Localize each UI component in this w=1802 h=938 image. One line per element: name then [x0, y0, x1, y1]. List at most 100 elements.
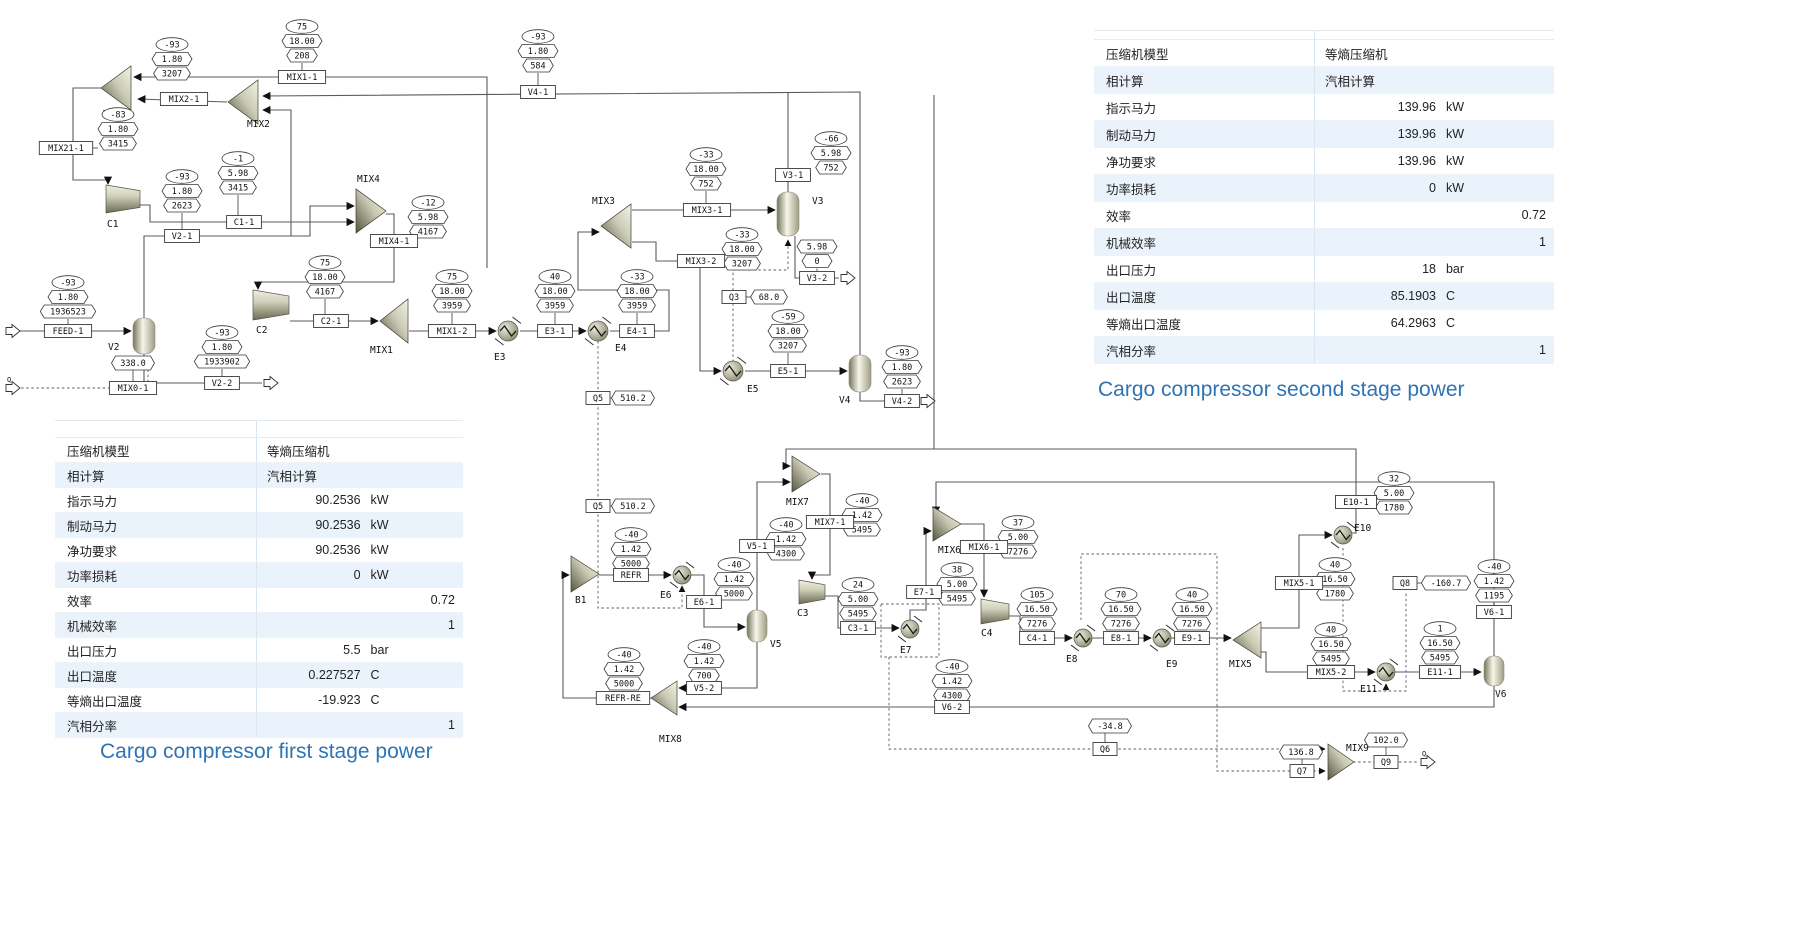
equipment-mix3[interactable]: MIX3 — [592, 196, 632, 249]
equipment-mix5[interactable]: MIX5 — [1229, 621, 1262, 670]
equipment-e10[interactable]: E10 — [1330, 521, 1371, 549]
equipment-b1[interactable]: B1 — [570, 555, 600, 606]
equipment-v5[interactable]: V5 — [746, 609, 781, 650]
equipment-mix7[interactable]: MIX7 — [786, 455, 821, 508]
callout-text: 16.50 — [1427, 639, 1453, 649]
row-value: 1 — [448, 718, 455, 732]
equipment-label: MIX8 — [659, 734, 682, 745]
row-label: 净功要求 — [55, 538, 257, 562]
equipment-mix1[interactable]: MIX1 — [370, 298, 409, 356]
equipment-e11[interactable]: E11 — [1360, 658, 1399, 695]
equipment-c2[interactable]: C2 — [252, 289, 290, 336]
energy-label-q6[interactable]: Q6-34.8 — [1088, 718, 1132, 756]
equipment-v4[interactable]: V4 — [839, 354, 872, 406]
energy-label-q8[interactable]: Q8-160.7 — [1392, 575, 1472, 591]
connector — [961, 523, 989, 598]
equipment-mix8[interactable]: MIX8 — [650, 680, 682, 745]
equipment-v2[interactable]: V2 — [108, 317, 156, 355]
equipment-label: C1 — [107, 219, 119, 230]
equipment-e7[interactable]: E7 — [897, 615, 923, 656]
callout-text: -40 — [944, 663, 959, 673]
callout-text: 5.00 — [1384, 489, 1404, 499]
callout-text: 3415 — [228, 184, 248, 194]
equipment-label: E5 — [747, 384, 758, 395]
row-label: 效率 — [55, 588, 257, 612]
callout-text: FEED-1 — [53, 327, 84, 337]
callout-text: 38 — [952, 566, 962, 576]
port-arrow-icon: Q — [1420, 750, 1436, 770]
equipment-e6[interactable]: E6 — [660, 561, 695, 601]
callout-text: 1.80 — [528, 47, 548, 57]
callout-text: 18.00 — [312, 273, 338, 283]
equipment-v6[interactable]: V6 — [1483, 655, 1507, 700]
equipment-label: V2 — [108, 342, 119, 353]
equipment-label: V3 — [812, 196, 823, 207]
equipment-e4[interactable]: E4 — [584, 316, 627, 354]
equipment-label: C2 — [256, 325, 267, 336]
callout-text: 3959 — [627, 302, 647, 312]
equipment-v3[interactable]: V3 — [776, 191, 823, 237]
equipment-mix4[interactable]: MIX4 — [355, 174, 387, 234]
callout-text: 1.42 — [852, 511, 872, 521]
equipment-mix9[interactable]: MIX9 — [1327, 743, 1369, 781]
equipment-mix2[interactable]: MIX2 — [227, 79, 270, 130]
equipment-e5[interactable]: E5 — [719, 356, 758, 395]
callout-text: E8-1 — [1111, 634, 1131, 644]
callout-text: 1933902 — [204, 358, 240, 368]
equipment-c1[interactable]: C1 — [105, 184, 141, 230]
equipment-e3[interactable]: E3 — [494, 316, 522, 363]
equipment-c3[interactable]: C3 — [797, 579, 826, 619]
equipment-c4[interactable]: C4 — [980, 598, 1010, 639]
equipment-e8[interactable]: E8 — [1066, 624, 1096, 665]
equipment-mix6[interactable]: MIX6 — [932, 506, 962, 556]
callout-text: 16.50 — [1108, 605, 1134, 615]
equipment-e9[interactable]: E9 — [1149, 624, 1178, 670]
